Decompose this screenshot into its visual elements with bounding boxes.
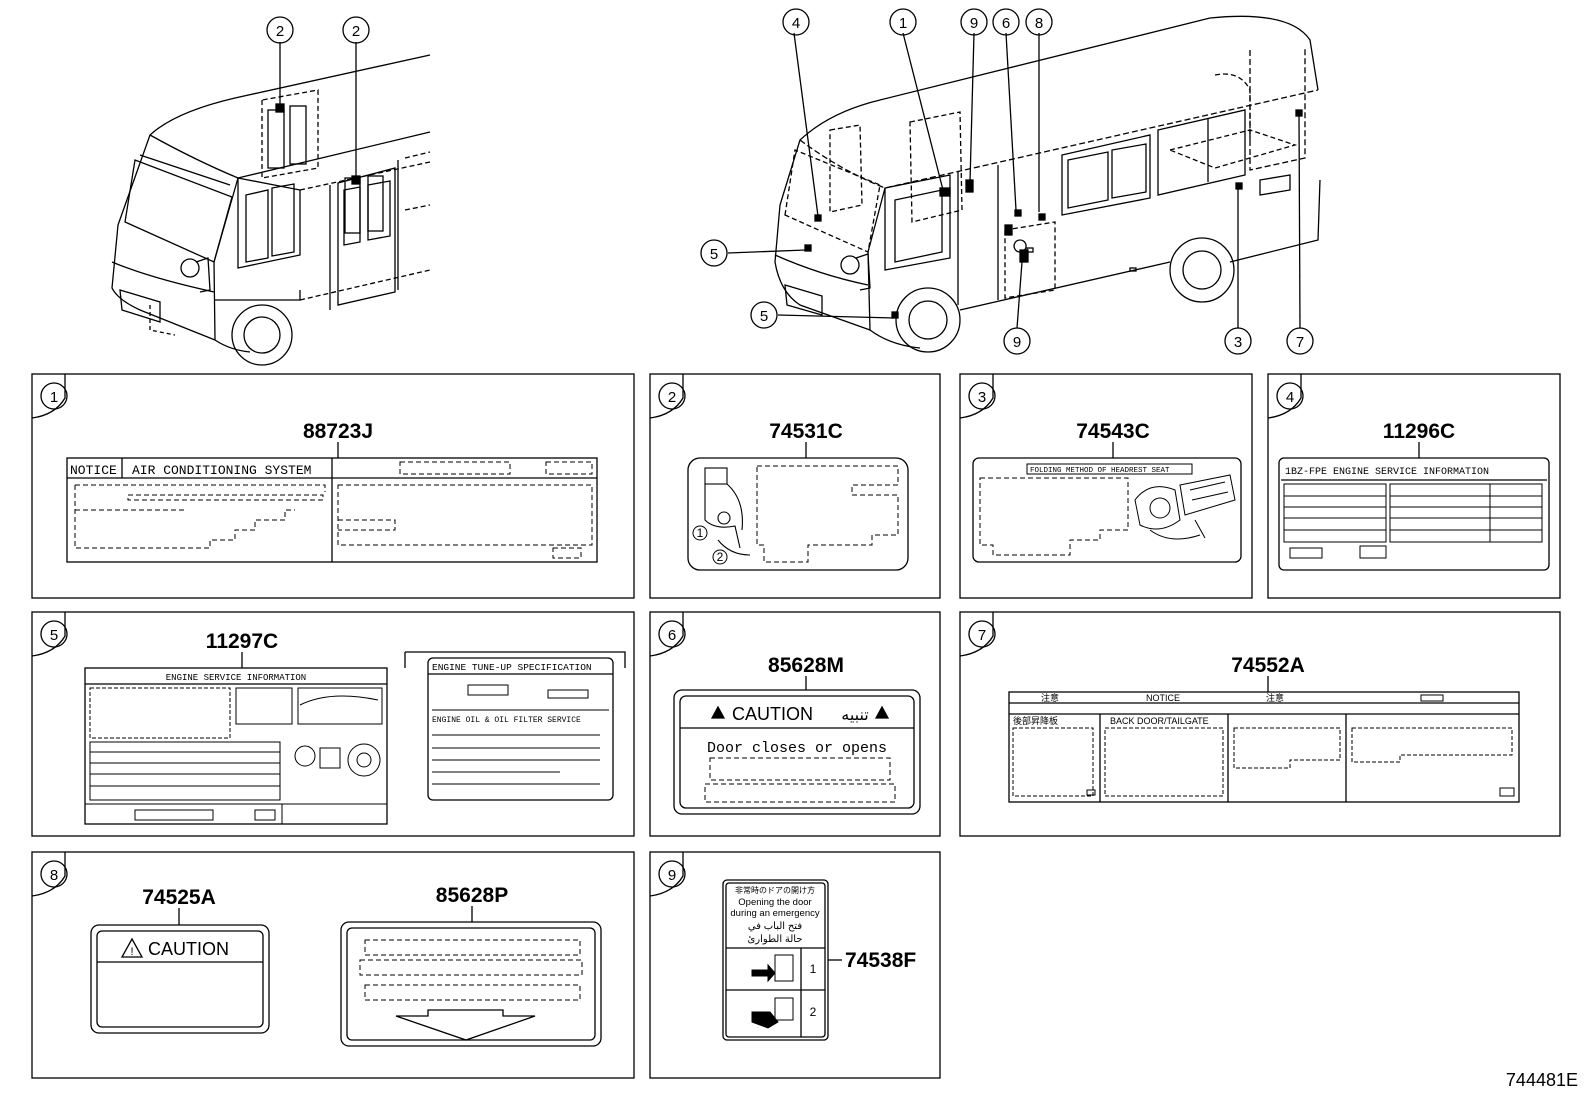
callout-3: 3: [1224, 327, 1252, 355]
part-number-74531C: 74531C: [769, 420, 843, 443]
svg-text:2: 2: [276, 23, 284, 40]
svg-text:5: 5: [50, 627, 58, 644]
svg-text:فتح الباب في: فتح الباب في: [748, 921, 802, 932]
svg-text:1: 1: [899, 15, 907, 32]
svg-text:3: 3: [978, 389, 986, 406]
part-number-88723J: 88723J: [303, 420, 373, 443]
svg-text:2: 2: [668, 389, 676, 406]
part-number-85628M: 85628M: [768, 654, 844, 677]
svg-text:6: 6: [1002, 15, 1010, 32]
ac-system-title: AIR CONDITIONING SYSTEM: [132, 463, 311, 478]
svg-text:حالة الطوارئ: حالة الطوارئ: [747, 934, 802, 945]
callout-5-lower: 5: [750, 301, 778, 329]
svg-text:1: 1: [697, 526, 704, 540]
svg-text:5: 5: [710, 246, 718, 263]
engine-service-info-header: ENGINE SERVICE INFORMATION: [166, 673, 306, 683]
svg-text:2: 2: [717, 550, 724, 564]
panel-7: 7 74552A 注意 NOTICE 注意 後部昇降板 BACK DOOR/TA…: [959, 611, 1561, 837]
svg-text:3: 3: [1234, 334, 1242, 351]
door-closes-text: Door closes or opens: [707, 740, 887, 757]
svg-text:8: 8: [50, 867, 58, 884]
svg-text:!: !: [130, 946, 133, 958]
part-number-85628P: 85628P: [436, 884, 508, 907]
part-number-74543C: 74543C: [1076, 420, 1150, 443]
headrest-header: FOLDING METHOD OF HEADREST SEAT: [1030, 467, 1170, 475]
diagram-reference-number: 744481E: [1505, 1070, 1578, 1090]
oil-filter-header: ENGINE OIL & OIL FILTER SERVICE: [432, 716, 581, 725]
part-number-11296C: 11296C: [1383, 420, 1455, 443]
notice-header: NOTICE: [1146, 693, 1180, 703]
caution-text: CAUTION: [732, 704, 813, 724]
svg-text:5: 5: [760, 308, 768, 325]
callout-left-2a: 2: [266, 16, 294, 44]
caution-label-8: CAUTION: [148, 939, 229, 959]
callout-4: 4: [782, 8, 810, 36]
panel-6: 6 85628M CAUTION تنبيه Door closes or op…: [649, 611, 941, 837]
emergency-en-1: Opening the door: [738, 897, 811, 908]
callout-8: 8: [1025, 8, 1053, 36]
svg-text:後部昇降板: 後部昇降板: [1013, 715, 1058, 726]
svg-text:4: 4: [792, 15, 800, 32]
emergency-en-2: during an emergency: [730, 908, 819, 919]
bus-left-illustration: [111, 42, 431, 366]
panel-9: 9 非常時のドアの開け方 Opening the door during an …: [649, 851, 941, 1079]
panel-4: 4 11296C 1BZ-FPE ENGINE SERVICE INFORMAT…: [1267, 373, 1561, 599]
svg-text:非常時のドアの開け方: 非常時のドアの開け方: [735, 885, 815, 895]
part-number-74525A: 74525A: [142, 886, 216, 909]
caution-arabic: تنبيه: [841, 707, 869, 724]
svg-text:9: 9: [668, 867, 676, 884]
panel-8: 8 74525A ! CAUTION 85628P: [31, 851, 635, 1079]
svg-text:注意: 注意: [1266, 692, 1284, 703]
svg-text:9: 9: [1013, 334, 1021, 351]
svg-text:注意: 注意: [1041, 692, 1059, 703]
panel-1: 1 88723J NOTICE AIR CONDITIONING SYSTEM: [31, 373, 635, 599]
callout-5-upper: 5: [700, 239, 728, 267]
panel-2: 2 74531C 1 2: [649, 373, 941, 599]
callout-9-bottom: 9: [1003, 327, 1031, 355]
part-number-74538F: 74538F: [845, 949, 916, 972]
svg-text:9: 9: [970, 15, 978, 32]
tune-up-spec-header: ENGINE TUNE-UP SPECIFICATION: [432, 662, 592, 673]
callout-7: 7: [1286, 327, 1314, 355]
callout-6: 6: [992, 8, 1020, 36]
part-number-74552A: 74552A: [1231, 654, 1305, 677]
callout-1: 1: [889, 8, 917, 36]
panel-3: 3 74543C FOLDING METHOD OF HEADREST SEAT: [959, 373, 1253, 599]
svg-text:1: 1: [810, 962, 817, 976]
svg-text:1: 1: [50, 389, 58, 406]
engine-service-header: 1BZ-FPE ENGINE SERVICE INFORMATION: [1285, 467, 1489, 478]
callout-9-top: 9: [960, 8, 988, 36]
panel-5: 5 11297C ENGINE SERVICE INFORMATION: [31, 611, 635, 837]
svg-text:8: 8: [1035, 15, 1043, 32]
bus-right-illustration: [774, 15, 1321, 353]
svg-text:2: 2: [352, 23, 360, 40]
svg-text:7: 7: [1296, 334, 1304, 351]
part-number-11297C: 11297C: [206, 630, 278, 653]
notice-label: NOTICE: [70, 463, 117, 478]
callout-left-2b: 2: [342, 16, 370, 44]
back-door-tailgate: BACK DOOR/TAILGATE: [1110, 716, 1209, 726]
svg-text:4: 4: [1286, 389, 1294, 406]
svg-text:6: 6: [668, 627, 676, 644]
svg-text:2: 2: [810, 1005, 817, 1019]
right-bus-leaders: [727, 32, 1301, 329]
svg-text:7: 7: [978, 627, 986, 644]
